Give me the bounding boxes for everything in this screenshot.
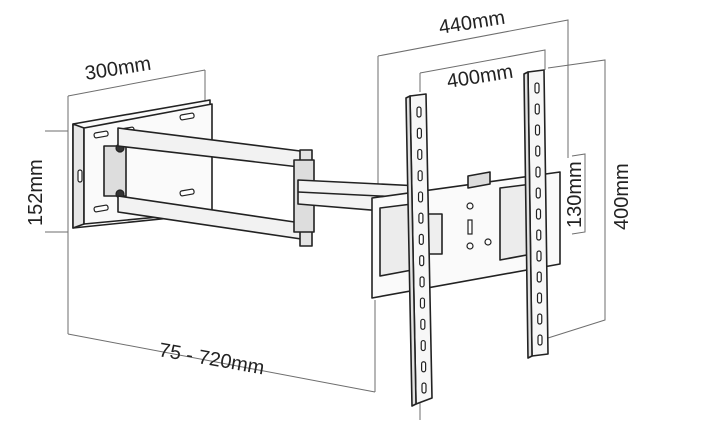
dim-label-400mm-width: 400mm — [445, 61, 514, 93]
arm-slot — [535, 208, 542, 220]
arm-slot — [416, 106, 422, 118]
arm-slot — [536, 271, 542, 283]
arm-slot — [535, 145, 541, 157]
dim-label-152mm: 152mm — [25, 159, 47, 226]
dim-label-300mm: 300mm — [83, 53, 152, 85]
dim-label-130mm: 130mm — [564, 161, 586, 228]
arm-slot — [537, 334, 543, 346]
arm-slot — [534, 82, 540, 94]
vertical-tv-arm-left — [405, 93, 433, 407]
arm-slot — [535, 187, 541, 199]
arm-slot — [417, 170, 423, 182]
arm-slot — [421, 382, 427, 394]
arm-slot — [420, 318, 426, 330]
dim-label-75-720mm: 75 - 720mm — [157, 339, 266, 379]
arm-slot — [419, 276, 425, 288]
arm-slot — [534, 124, 541, 136]
dimension-lines — [45, 19, 606, 420]
arm-slot — [536, 250, 542, 262]
arm-slot — [417, 191, 424, 203]
arm-slot — [418, 233, 424, 245]
arm-slot — [537, 313, 543, 325]
vertical-arm-slots — [416, 82, 543, 394]
arm-slot — [536, 292, 543, 304]
dim-label-400mm-height: 400mm — [611, 163, 633, 230]
arm-slot — [419, 297, 426, 309]
arm-slot — [421, 361, 427, 373]
arm-slot — [534, 103, 540, 115]
arm-slot — [418, 212, 424, 224]
arm-slot — [535, 166, 541, 178]
arm-slot — [419, 255, 425, 267]
wall-plate — [72, 99, 213, 229]
arm-slot — [536, 229, 542, 241]
dim-label-440mm: 440mm — [437, 7, 506, 39]
arm-slot — [416, 127, 422, 139]
arm-slot — [417, 148, 423, 161]
arm-slot — [420, 339, 426, 352]
